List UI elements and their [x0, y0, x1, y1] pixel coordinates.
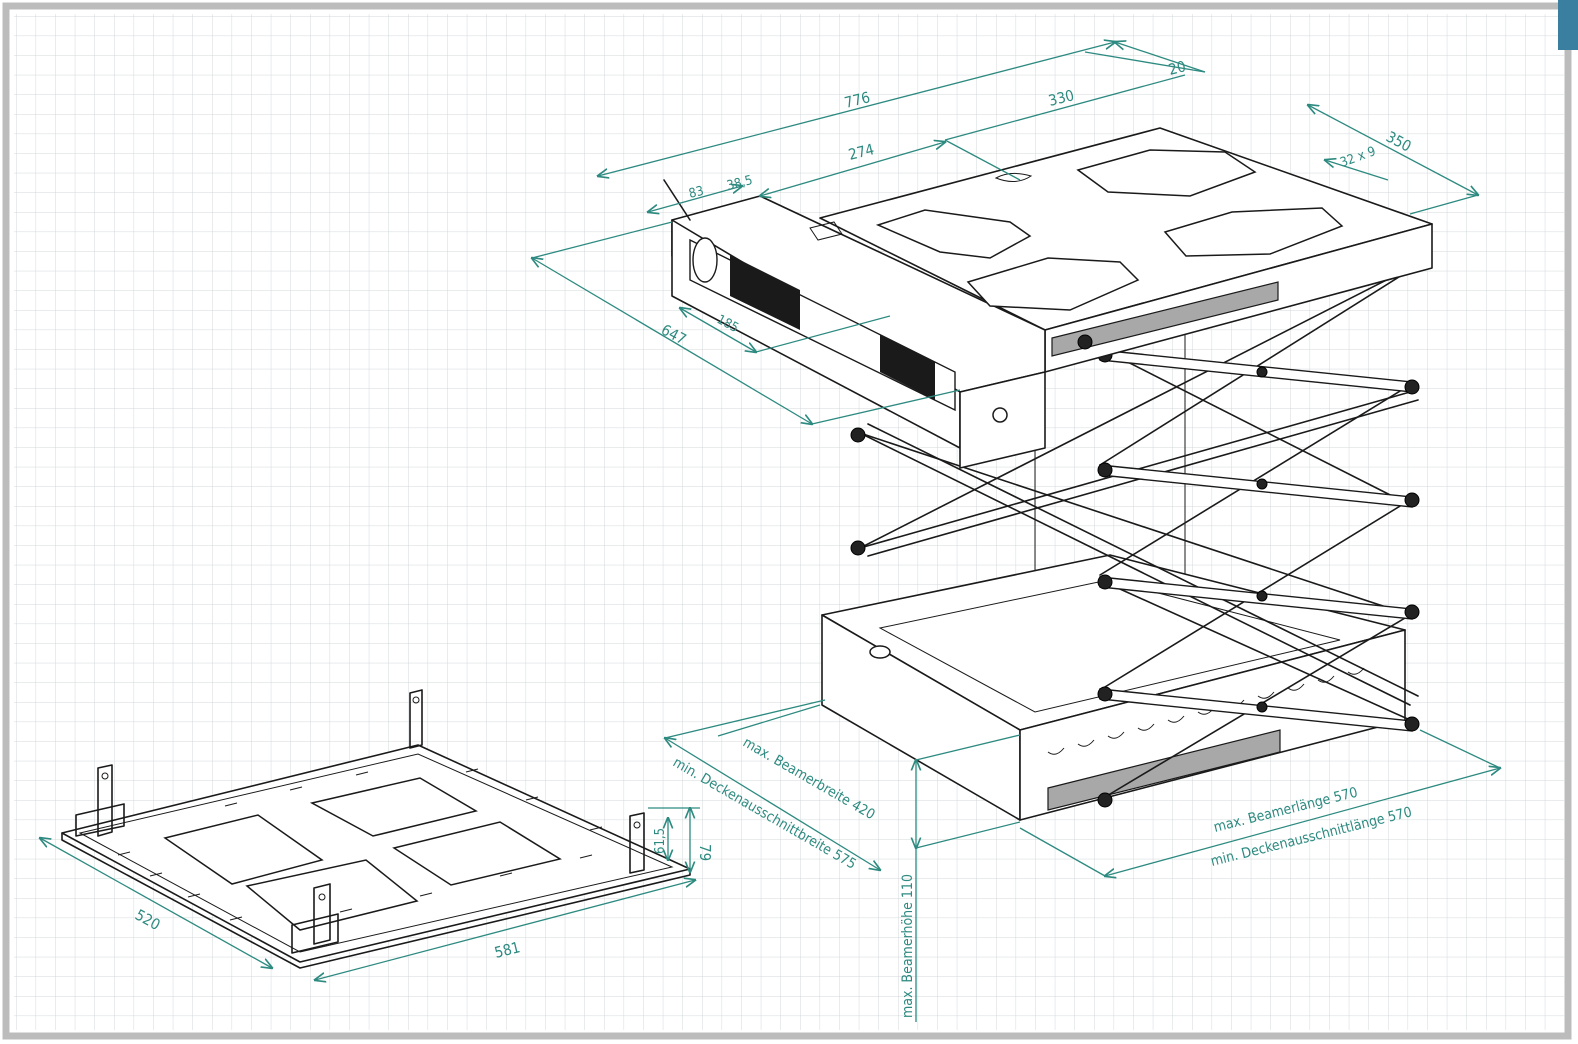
- dim-max-beamer-height: max. Beamerhöhe 110: [900, 874, 916, 1018]
- dim-20: 20: [1167, 57, 1188, 79]
- dim-776: 776: [843, 88, 872, 112]
- cross-rods: [1099, 349, 1413, 732]
- dim-38-5: 38,5: [725, 173, 754, 194]
- dim-83: 83: [687, 184, 705, 202]
- corner-tab: [1558, 0, 1578, 50]
- dim-274: 274: [847, 140, 876, 164]
- dim-plate-79: 79: [696, 844, 714, 861]
- dim-plate-581: 581: [493, 938, 522, 962]
- lift-dimensions: 776 330 20 274 350 32 x 9 83 38,5 647 18…: [532, 42, 1500, 1022]
- dim-plate-61-5: 61,5: [653, 828, 668, 854]
- dim-330: 330: [1047, 86, 1076, 110]
